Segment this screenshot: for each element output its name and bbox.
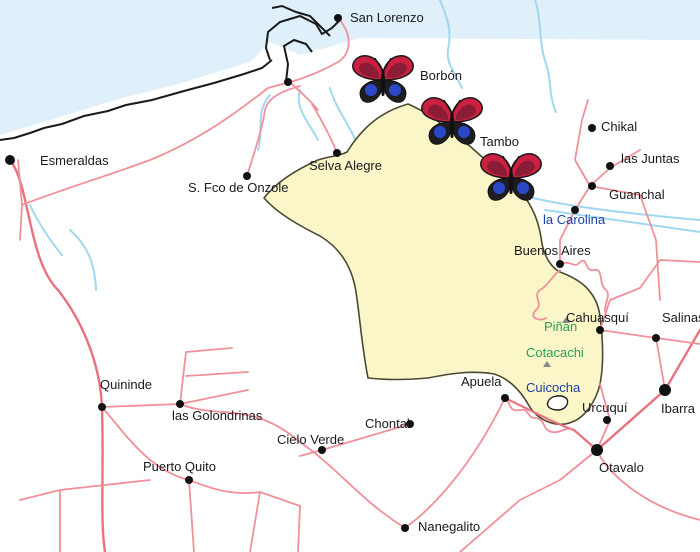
label-guanchal: Guanchal xyxy=(609,187,665,202)
towns xyxy=(5,14,671,532)
town-dot-icon xyxy=(401,524,409,532)
label-salinas: Salinas xyxy=(662,310,700,325)
town-dot-icon xyxy=(571,206,579,214)
label-ibarra: Ibarra xyxy=(661,401,696,416)
town-dot-icon xyxy=(606,162,614,170)
town-dot-icon xyxy=(556,260,564,268)
label-cahuasqui: Cahuasquí xyxy=(566,310,629,325)
town-dot-icon xyxy=(596,326,604,334)
label-cotacachi: Cotacachi xyxy=(526,345,584,360)
label-las-golondrinas: las Golondrinas xyxy=(172,408,263,423)
label-la-carolina: la Carolina xyxy=(543,212,606,227)
label-buenos-aires: Buenos Aires xyxy=(514,243,591,258)
label-chikal: Chikal xyxy=(601,119,637,134)
label-selva-alegre: Selva Alegre xyxy=(309,158,382,173)
rivers xyxy=(29,0,700,291)
town-dot-icon xyxy=(588,182,596,190)
town-dot-icon xyxy=(243,172,251,180)
label-quininde: Quininde xyxy=(100,377,152,392)
town-dot-icon xyxy=(334,14,342,22)
town-dot-icon xyxy=(501,394,509,402)
town-dot-icon xyxy=(659,384,671,396)
label-borbon: Borbón xyxy=(420,68,462,83)
reserve-area xyxy=(263,103,604,426)
town-dot-icon xyxy=(185,476,193,484)
town-dot-icon xyxy=(98,403,106,411)
coastline xyxy=(0,4,341,141)
label-cielo-verde: Cielo Verde xyxy=(277,432,344,447)
butterfly-icon xyxy=(352,55,414,104)
town-dot-icon xyxy=(588,124,596,132)
label-chontal: Chontal xyxy=(365,416,410,431)
town-dot-icon xyxy=(333,149,341,157)
label-esmeraldas: Esmeraldas xyxy=(40,153,109,168)
label-otavalo: Otavalo xyxy=(599,460,644,475)
peaks xyxy=(543,317,570,367)
town-dot-icon xyxy=(591,444,603,456)
peak-triangle-icon xyxy=(562,317,570,323)
label-nanegalito: Nanegalito xyxy=(418,519,480,534)
town-dot-icon xyxy=(603,416,611,424)
town-dot-icon xyxy=(5,155,15,165)
town-dot-icon xyxy=(284,78,292,86)
label-tambo: Tambo xyxy=(480,134,519,149)
label-puerto-quito: Puerto Quito xyxy=(143,459,216,474)
label-san-lorenzo: San Lorenzo xyxy=(350,10,424,25)
label-pinan: Piñan xyxy=(544,319,577,334)
town-dot-icon xyxy=(318,446,326,454)
town-dot-icon xyxy=(406,420,414,428)
sea xyxy=(0,0,700,135)
peak-triangle-icon xyxy=(543,361,551,367)
cuicocha-lake xyxy=(546,395,569,411)
label-las-juntas: las Juntas xyxy=(621,151,680,166)
town-dot-icon xyxy=(652,334,660,342)
label-apuela: Apuela xyxy=(461,374,502,389)
label-cuicocha: Cuicocha xyxy=(526,380,581,395)
lake-shape xyxy=(546,395,569,411)
label-urcuqui: Urcuquí xyxy=(582,400,628,415)
label-s-fco-onzole: S. Fco de Onzole xyxy=(188,180,288,195)
town-dot-icon xyxy=(176,400,184,408)
place-labels: San Lorenzo Borbón Esmeraldas Selva Aleg… xyxy=(40,10,700,534)
